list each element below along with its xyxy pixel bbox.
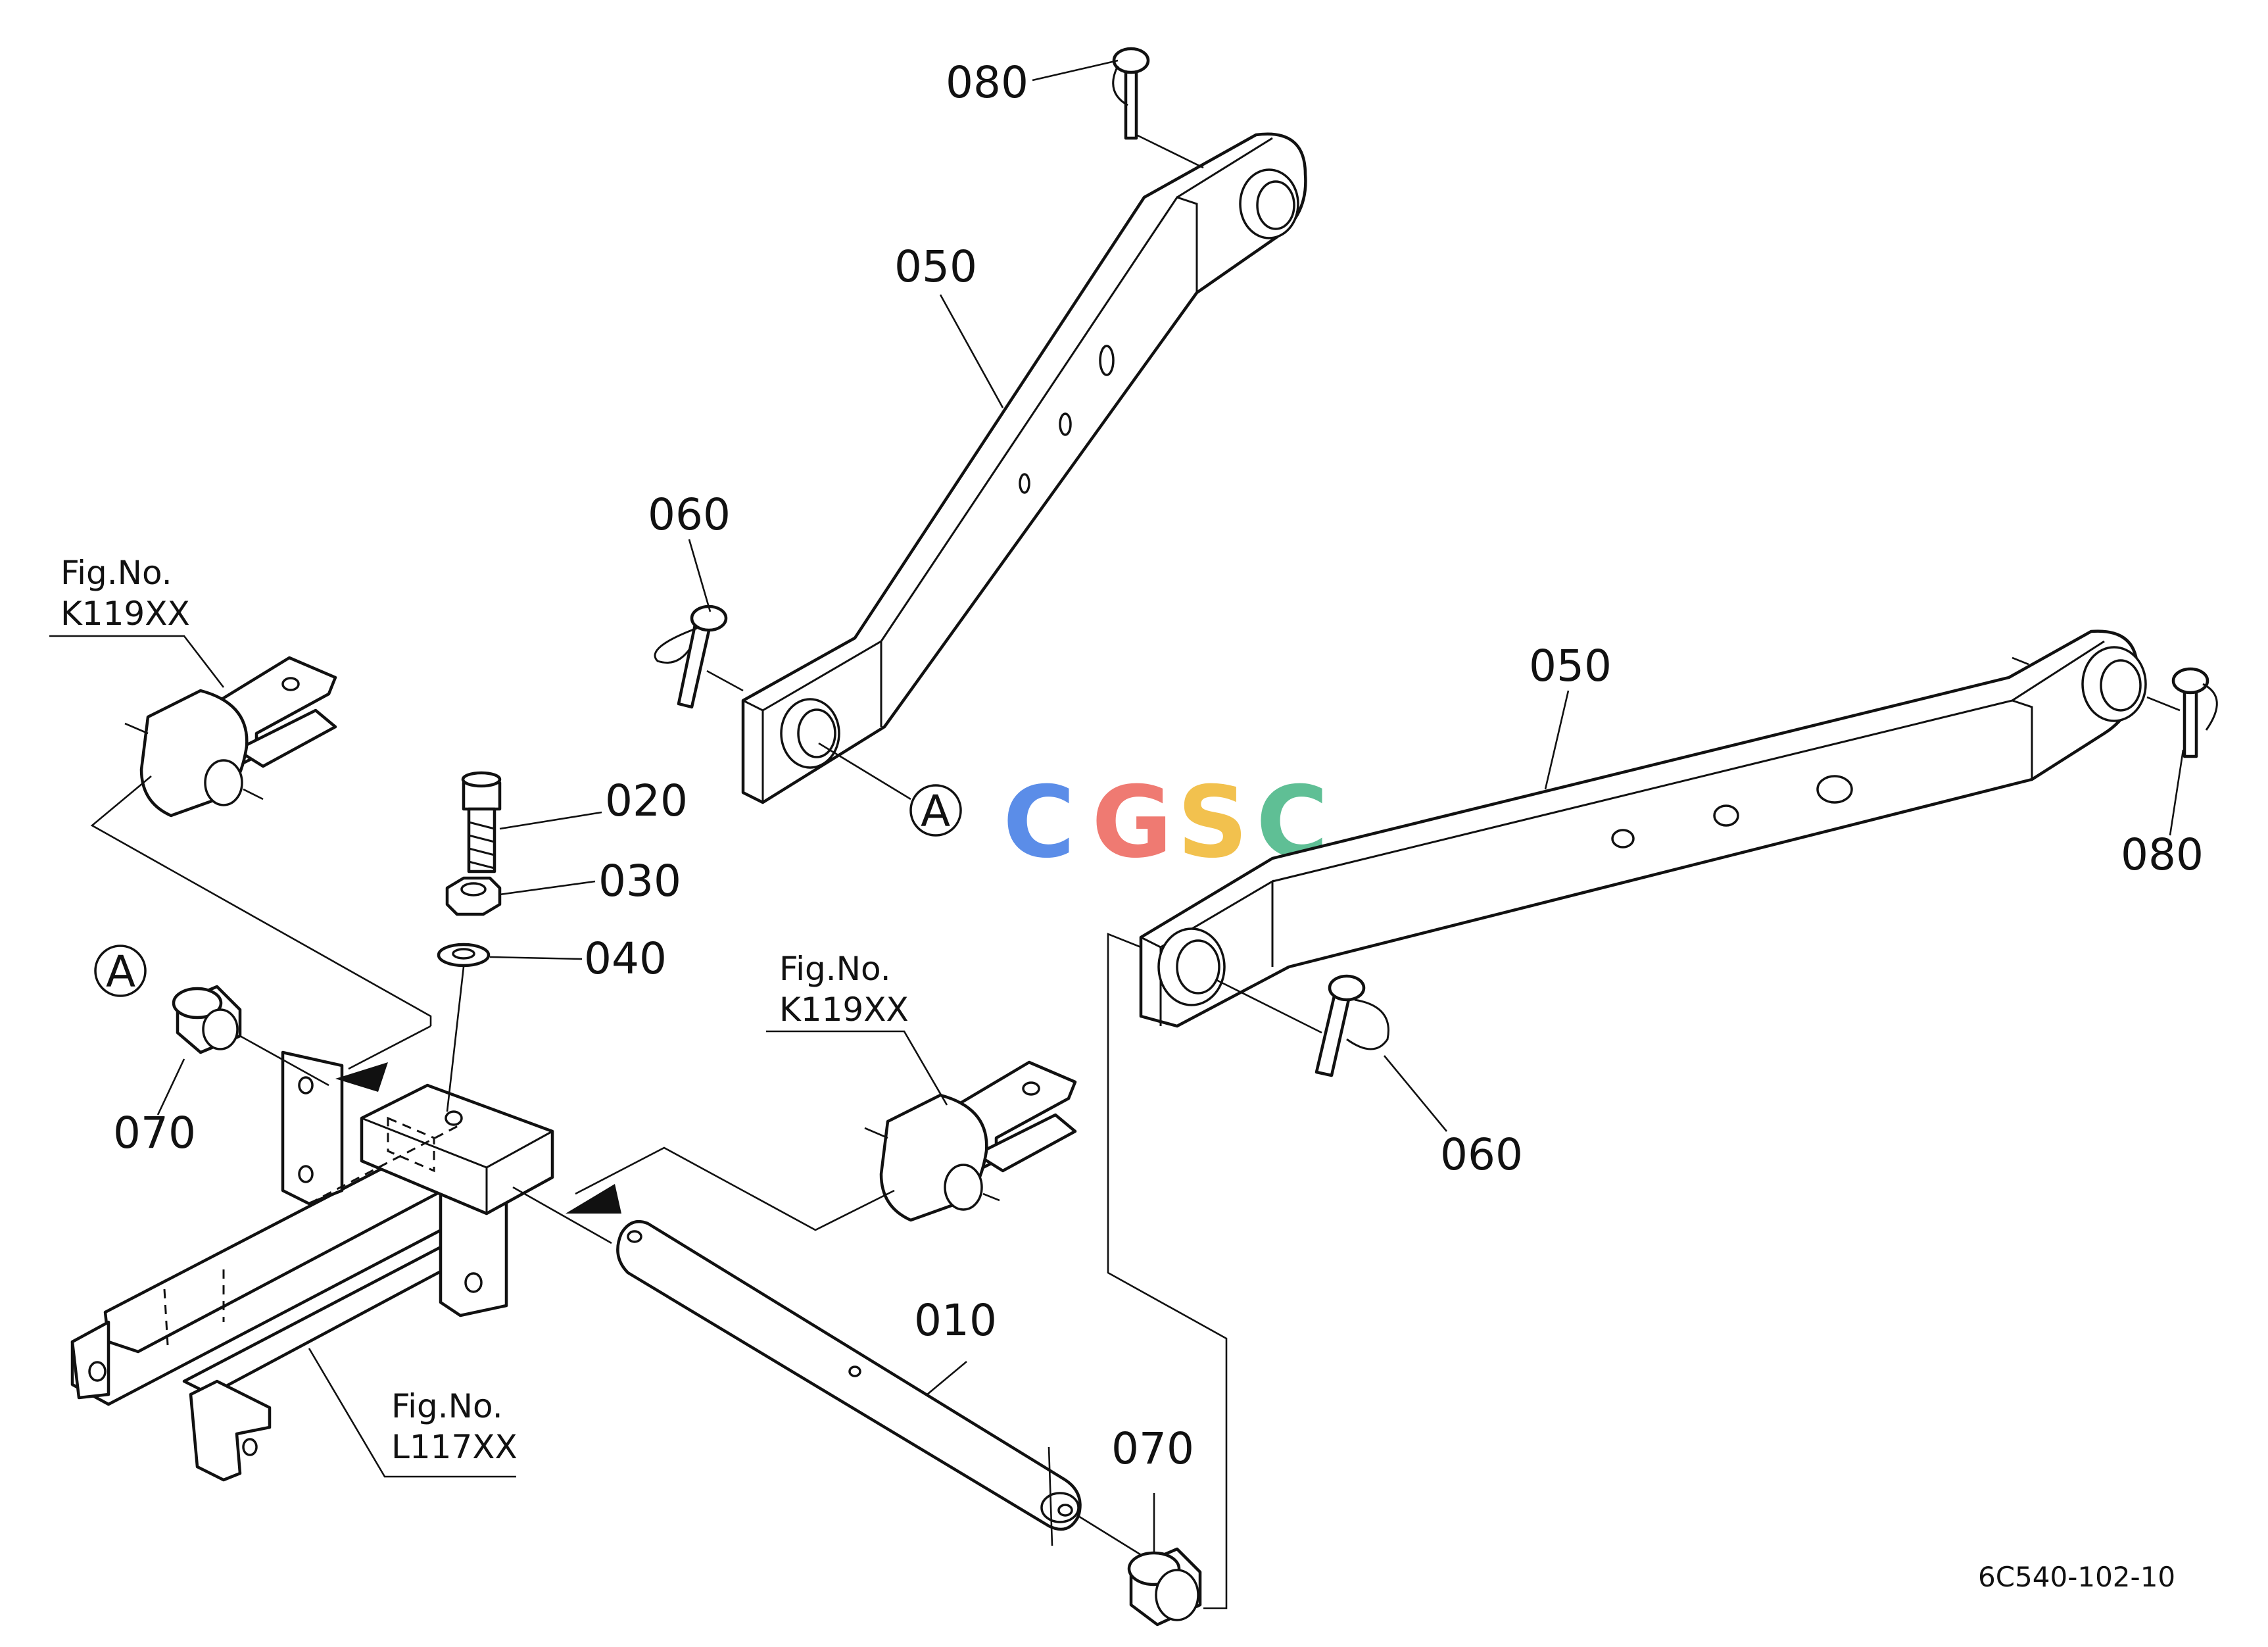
fig-ref-left-no: Fig.No. [60,554,172,592]
watermark-letter-3: S [1177,766,1248,880]
fig-ref-center: Fig.No. K119XX [766,950,948,1106]
fig-ref-bottom: Fig.No. L117XX [391,1387,518,1466]
long-leader [1107,933,1228,1610]
label-060-upper: 060 [648,489,731,540]
washer-040 [437,943,583,1112]
top-pin-080 [1112,47,1204,169]
leader-060-upper [688,539,712,612]
label-040: 040 [584,933,667,984]
label-030: 030 [598,856,681,906]
watermark-letter-1: C [1003,766,1075,880]
label-020: 020 [605,775,688,826]
fig-ref-center-no: Fig.No. [779,950,891,988]
label-050-upper: 050 [894,241,977,292]
fig-ref-bottom-no: Fig.No. [391,1387,503,1425]
left-bush-070 [157,985,329,1116]
label-080-right: 080 [2121,829,2204,880]
label-a-upper: A [921,786,950,837]
fig-ref-bottom-code: L117XX [391,1428,518,1466]
leader-050-upper [939,294,1004,408]
ref-a-left [94,945,147,997]
label-070-left: 070 [113,1108,196,1158]
leader-080-right [2169,749,2184,836]
right-pin-060 [1216,974,1389,1077]
fig-ref-center-code: K119XX [779,991,909,1029]
label-070-bottom: 070 [1111,1423,1194,1474]
label-060-right: 060 [1440,1129,1523,1180]
fig-ref-left: Fig.No. K119XX [49,554,225,688]
leader-080-top [1032,59,1119,82]
label-050-right: 050 [1529,641,1612,691]
nut-030 [445,876,596,916]
upper-pin-060 [654,604,744,709]
upper-link-arm [741,132,1307,804]
main-frame [70,1025,621,1482]
bottom-bush-070 [1127,1493,1202,1627]
bracket-left [90,656,432,1026]
shaft-010 [512,1186,1148,1560]
leader-050-right [1544,690,1570,790]
ref-a-upper [818,742,962,837]
bracket-center [575,1060,1077,1231]
leader-060-right [1383,1055,1448,1132]
label-010: 010 [914,1295,997,1346]
watermark-letter-2: G [1092,766,1172,880]
right-link-arm [1139,629,2147,1028]
label-080-top: 080 [946,57,1028,108]
drawing-code: 6C540-102-10 [1978,1561,2175,1593]
bolt-020 [461,771,602,873]
fig-ref-left-code: K119XX [60,595,190,633]
right-pin-080 [2146,667,2218,758]
label-a-left: A [106,946,135,997]
